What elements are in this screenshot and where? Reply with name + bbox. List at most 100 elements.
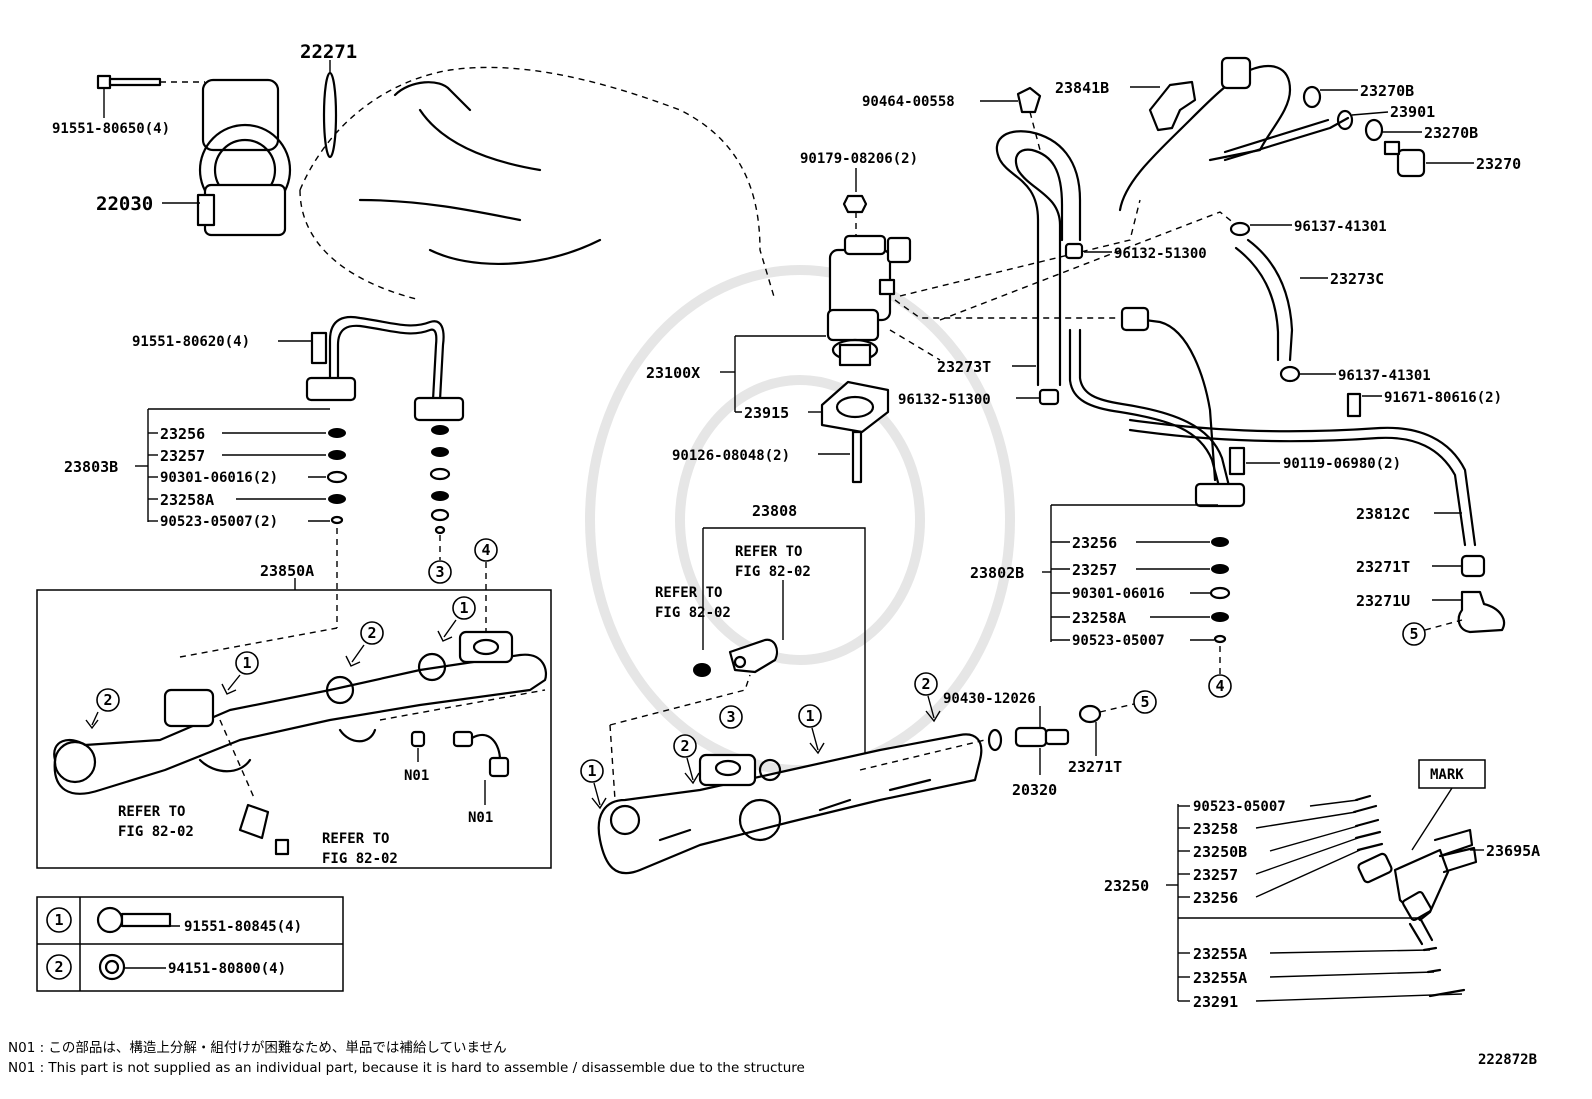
stack-item: 23256 [1072,534,1117,552]
refer-a-line1: REFER TO [118,804,185,820]
svg-text:1: 1 [805,707,814,725]
callout-3-left-text: 3 [435,563,444,581]
right-stack-labels: 23256 23257 90301-06016 23258A 90523-050… [1051,534,1214,649]
gasket-22271[interactable] [322,71,338,159]
fuel-pipe-23802B[interactable] [1068,306,1246,508]
svg-text:2: 2 [921,675,930,693]
label-n01-a: N01 [404,768,429,784]
o-ring-90430-12026[interactable] [987,728,1003,752]
bolt-91671-80616[interactable] [1346,392,1362,418]
gasket-23270B-top[interactable] [1302,85,1322,109]
label-23915: 23915 [744,404,789,422]
label-96137-41301-bot: 96137-41301 [1338,368,1431,384]
fuel-pipe-23803B[interactable] [305,315,465,422]
bolt-refer-d[interactable] [693,663,711,677]
insulator-23695A[interactable] [1433,828,1478,874]
nut-90179-08206[interactable] [842,194,868,214]
legend-num: 2 [54,958,63,976]
label-91551-80650: 91551-80650(4) [52,121,170,137]
stack-item: 23258A [1072,609,1126,627]
label-23901: 23901 [1390,103,1435,121]
clamp-96132-51300-top[interactable] [1064,242,1084,260]
stud-90126-08048[interactable] [851,430,863,484]
refer-d-line2: FIG 82-02 [655,605,731,621]
label-90430-12026: 90430-12026 [943,691,1036,707]
bracket-23100X [734,335,826,413]
label-90464-00558: 90464-00558 [862,94,955,110]
refer-b-line1: REFER TO [322,831,389,847]
legend-part: 94151-80800(4) [168,961,286,977]
gasket-23915[interactable] [820,380,890,434]
injector-stack-labels: 90523-05007 23258 23250B 23257 23256 [1178,799,1361,907]
bolt-91551-80620[interactable] [310,331,328,365]
injector-small-parts[interactable] [1422,946,1466,998]
union-23271T-right[interactable] [1460,554,1486,578]
clamp-90464-00558[interactable] [1016,86,1042,114]
stack-item: 90301-06016 [1072,586,1165,602]
callout-5-mid-text: 5 [1140,693,1149,711]
injector-seal-parts[interactable] [1352,794,1384,852]
intake-manifold-outline [299,66,776,301]
bolt-90119-06980[interactable] [1228,446,1246,476]
bolt-refer-b[interactable] [274,838,290,856]
label-23270: 23270 [1476,155,1521,173]
bracket-23808-part[interactable] [728,638,779,674]
vsv-23100X[interactable] [826,234,912,367]
fuel-rail-23808[interactable] [597,733,983,875]
hose-23273T[interactable] [995,130,1082,387]
pipe-23901[interactable] [1223,109,1354,162]
stack-item: 90523-05007(2) [160,514,278,530]
hose-23273C[interactable] [1234,238,1294,362]
stack-item: 23257 [160,447,205,465]
label-23802B: 23802B [970,564,1024,582]
refer-c-line1: REFER TO [735,544,802,560]
check-valve-23270[interactable] [1383,140,1426,178]
stack-item: 23256 [1193,889,1238,907]
label-23100X: 23100X [646,364,700,382]
label-23271T-right: 23271T [1356,558,1410,576]
bracket-23808 [702,527,866,760]
bracket-refer-a[interactable] [238,803,270,840]
label-23271T-mid: 23271T [1068,758,1122,776]
clamp-96137-41301-top[interactable] [1229,221,1251,237]
o-ring-N01[interactable] [410,730,426,748]
label-23812C: 23812C [1356,505,1410,523]
dash-callout-5-right [1424,619,1463,631]
center-rail-callouts: 1 2 3 1 2 [580,672,941,810]
right-seal-stack[interactable] [1209,537,1231,644]
injector-23250[interactable] [1357,848,1450,946]
callout-4-right [1208,674,1232,698]
clamp-23271T-mid[interactable] [1078,704,1102,724]
fuel-pressure-sensor-N01[interactable] [452,730,510,778]
svg-text:2: 2 [103,691,112,709]
refer-d-line1: REFER TO [655,585,722,601]
clamp-96137-41301-bot[interactable] [1279,365,1301,383]
rail-dash-lines [179,627,546,801]
left-seal-stack-b[interactable] [429,425,451,535]
hose-top-right[interactable] [1118,56,1292,212]
hose-23271U[interactable] [1457,590,1506,634]
bolt-91551-80650[interactable] [96,74,162,90]
refer-b-line2: FIG 82-02 [322,851,398,867]
label-23850A: 23850A [260,562,314,580]
label-91551-80620: 91551-80620(4) [132,334,250,350]
left-seal-stack-a[interactable] [326,428,348,525]
label-96132-51300-top: 96132-51300 [1114,246,1207,262]
callout-4-left [474,538,498,562]
fuel-pipe-23812C[interactable] [1128,418,1477,547]
callout-4-right-text: 4 [1215,677,1224,695]
pulsation-damper-20320[interactable] [1014,726,1070,748]
svg-text:1: 1 [587,762,596,780]
callout-5-right-text: 5 [1409,625,1418,643]
left-stack-labels: 23256 23257 90301-06016(2) 23258A 90523-… [148,425,330,530]
gasket-23270B-mid[interactable] [1364,118,1384,142]
dash-clamp [1029,111,1041,151]
throttle-body-22030[interactable] [196,78,292,237]
label-96132-51300-bot: 96132-51300 [898,392,991,408]
stack-item: 23250B [1193,843,1247,861]
bracket-23841B[interactable] [1148,80,1197,132]
fuel-rail-23850A[interactable] [53,630,547,795]
clamp-96132-51300-bot[interactable] [1038,388,1060,406]
stack-item: 23256 [160,425,205,443]
